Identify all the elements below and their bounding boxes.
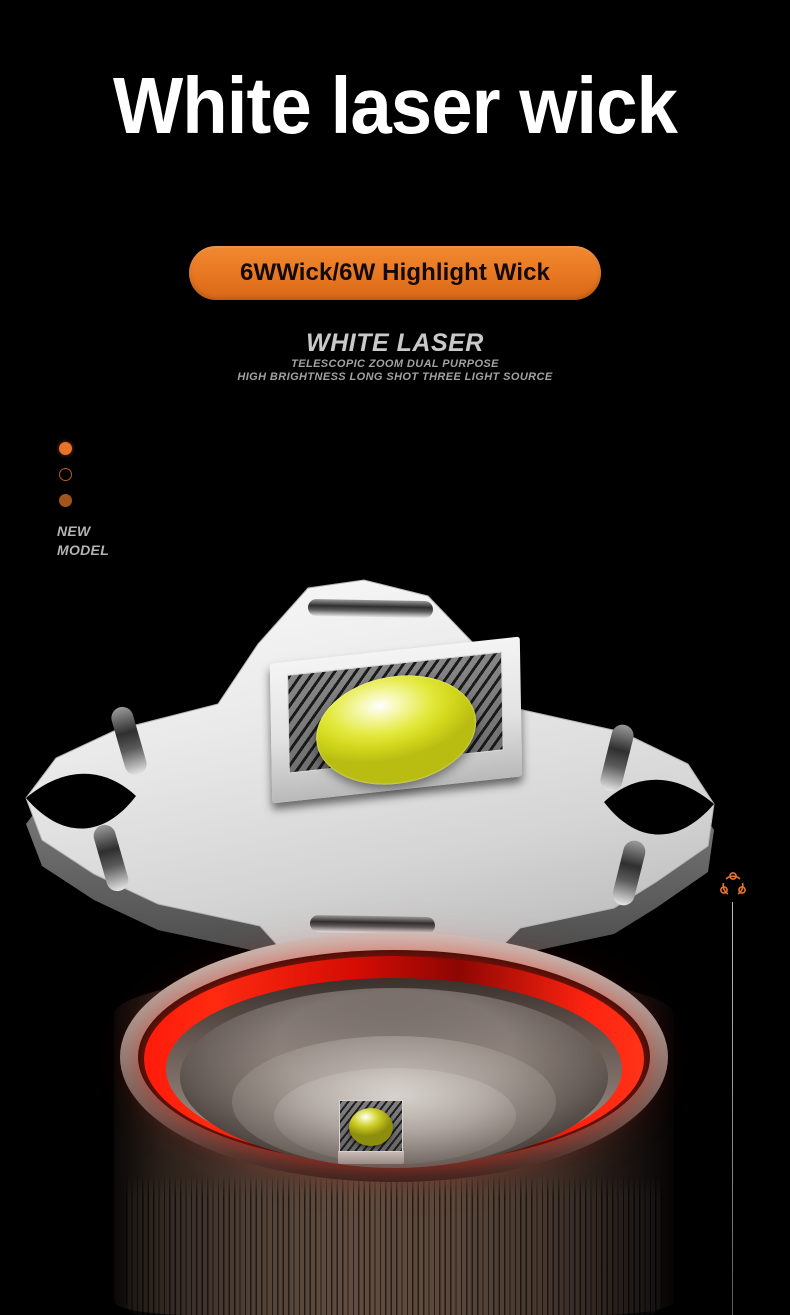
page-title: White laser wick <box>112 61 678 150</box>
tagline-line-1: TELESCOPIC ZOOM DUAL PURPOSE <box>291 358 499 370</box>
mini-led-dome <box>349 1108 393 1146</box>
barrel-knurling <box>126 1175 662 1315</box>
tagline-line-2: HIGH BRIGHTNESS LONG SHOT THREE LIGHT SO… <box>237 371 553 383</box>
board-slots <box>93 599 646 934</box>
mini-led-emitter <box>336 1100 406 1164</box>
carousel-dot-1[interactable] <box>59 442 72 455</box>
new-model-line-1: NEW <box>57 523 91 539</box>
carousel-dot-2[interactable] <box>59 468 72 481</box>
spec-badge-label: 6WWick/6W Highlight Wick <box>240 259 550 286</box>
new-model-label: NEW MODEL <box>57 522 109 560</box>
share-network-icon <box>717 870 749 902</box>
connector-line <box>732 902 733 1315</box>
carousel-dot-3[interactable] <box>59 494 72 507</box>
mini-led-base <box>338 1150 404 1164</box>
board-notch-left <box>26 773 136 829</box>
subtitle-white-laser: WHITE LASER <box>306 329 484 357</box>
flashlight-head <box>104 930 684 1315</box>
board-notch-right <box>604 779 714 835</box>
new-model-line-2: MODEL <box>57 542 110 558</box>
carousel-dots[interactable] <box>59 442 72 520</box>
led-emitter-package <box>269 636 523 804</box>
spec-badge[interactable]: 6WWick/6W Highlight Wick <box>189 246 601 300</box>
